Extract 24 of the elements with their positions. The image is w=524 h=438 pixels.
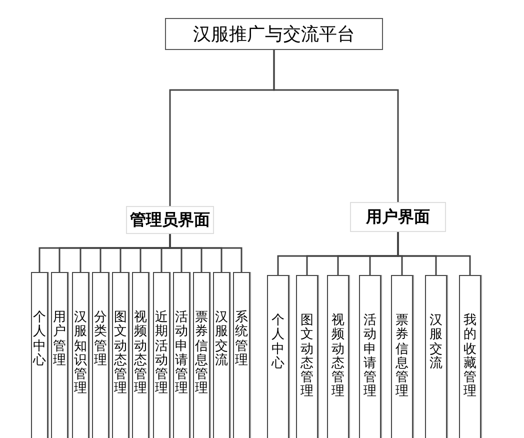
module-box: 个人中心 bbox=[267, 275, 289, 438]
module-box: 活动申请管理 bbox=[173, 272, 190, 438]
connector-line bbox=[273, 50, 399, 202]
module-box: 票券信息管理 bbox=[193, 272, 210, 438]
module-box: 汉服交流 bbox=[425, 275, 447, 438]
module-box: 分类管理 bbox=[92, 272, 109, 438]
module-box: 系统管理 bbox=[233, 272, 250, 438]
section-box: 管理员界面 bbox=[126, 206, 214, 234]
module-box: 活动申请管理 bbox=[359, 275, 381, 438]
section-box: 用户界面 bbox=[350, 202, 446, 232]
module-box: 视频动态管理 bbox=[327, 275, 349, 438]
module-box: 个人中心 bbox=[31, 272, 48, 438]
root-box: 汉服推广与交流平台 bbox=[165, 18, 383, 50]
connector-line bbox=[397, 232, 471, 275]
module-box: 用户管理 bbox=[51, 272, 68, 438]
module-box: 图文动态管理 bbox=[112, 272, 129, 438]
module-box: 图文动态管理 bbox=[296, 275, 318, 438]
module-box: 我的收藏管理 bbox=[459, 275, 481, 438]
module-box: 视频动态管理 bbox=[132, 272, 149, 438]
module-box: 汉服交流 bbox=[213, 272, 230, 438]
module-box: 票券信息管理 bbox=[391, 275, 413, 438]
connector-line bbox=[169, 234, 242, 272]
module-box: 近期活动管理 bbox=[153, 272, 170, 438]
module-box: 汉服知识管理 bbox=[72, 272, 89, 438]
